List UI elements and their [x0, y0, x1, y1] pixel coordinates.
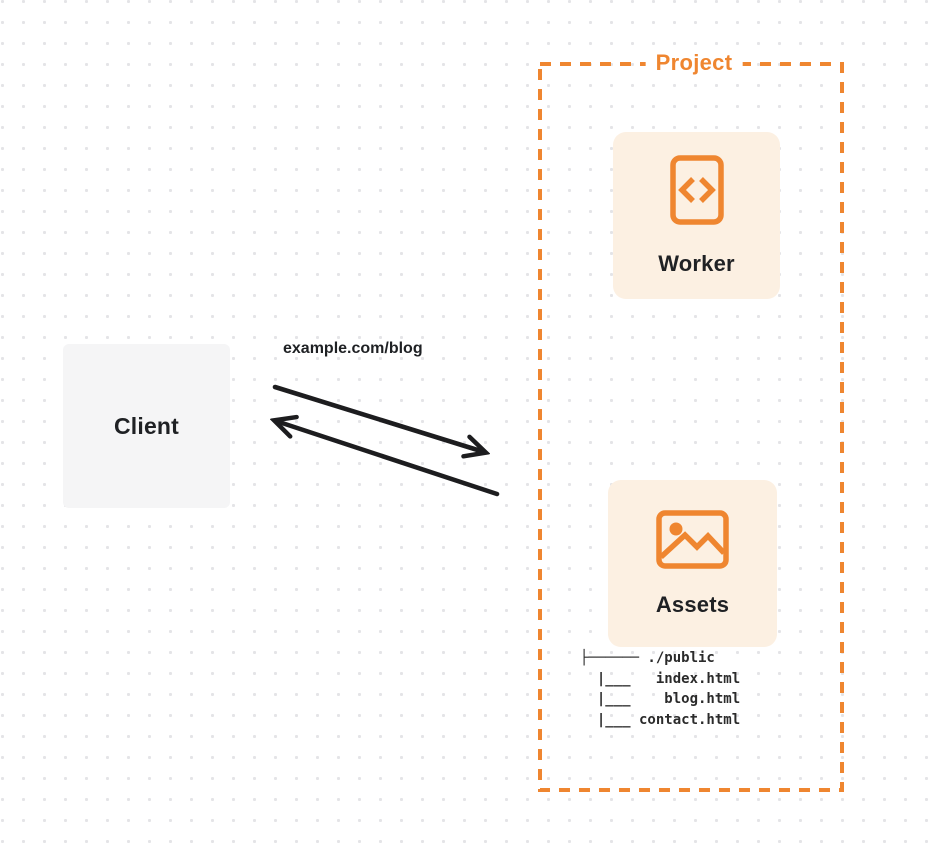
tree-line-public: ├────── ./public: [580, 650, 715, 666]
worker-card: Worker: [613, 132, 780, 299]
request-url-label: example.com/blog: [283, 340, 423, 357]
tree-line-blog: |___ blog.html: [580, 691, 741, 708]
tree-line-contact: |___ contact.html: [580, 712, 741, 729]
request-arrow: [272, 384, 484, 452]
response-arrow: [276, 421, 500, 497]
code-file-icon: [669, 154, 724, 225]
client-node: Client: [63, 344, 230, 508]
assets-label: Assets: [655, 591, 730, 617]
client-label: Client: [113, 412, 180, 439]
worker-label: Worker: [658, 250, 735, 276]
project-title: Project: [645, 50, 743, 76]
image-icon: [656, 509, 729, 569]
tree-line-index: |___ index.html: [580, 670, 741, 687]
assets-card: Assets: [608, 480, 777, 647]
assets-file-tree: ├────── ./public |___ index.html |___ bl…: [580, 648, 740, 731]
